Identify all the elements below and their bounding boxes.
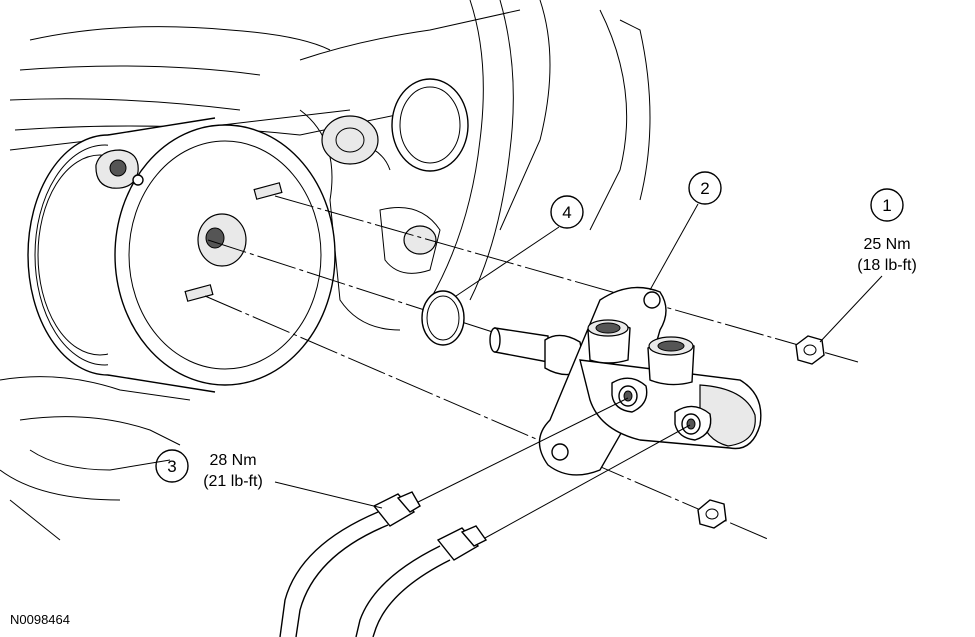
callout-2-leader xyxy=(649,203,699,291)
mounting-nut-upper xyxy=(795,335,825,365)
master-cylinder xyxy=(489,286,762,476)
brake-booster xyxy=(27,117,336,393)
callout-1: 1 25 Nm (18 lb-ft) xyxy=(819,188,917,343)
callout-4-leader xyxy=(455,226,560,297)
callout-3-circle xyxy=(155,449,189,483)
brake-tube-primary xyxy=(279,397,629,637)
mounting-nut-lower xyxy=(697,499,727,529)
callout-4: 4 xyxy=(455,195,584,297)
callout-3-leader xyxy=(274,481,383,509)
callout-2: 2 xyxy=(649,171,722,291)
callout-2-circle xyxy=(688,171,722,205)
seal-o-ring xyxy=(421,290,465,346)
callout-1-number: 1 xyxy=(882,196,891,215)
callout-2-number: 2 xyxy=(700,179,709,198)
callout-1-torque-nm: 25 Nm xyxy=(863,236,910,253)
callout-3-torque-lbft: (21 lb-ft) xyxy=(203,473,263,490)
callout-3-number: 3 xyxy=(167,457,176,476)
callout-1-circle xyxy=(870,188,904,222)
callout-1-leader xyxy=(819,275,883,343)
callout-4-number: 4 xyxy=(562,203,571,222)
engine-bay-background xyxy=(0,0,651,541)
callout-1-torque-lbft: (18 lb-ft) xyxy=(857,257,917,274)
figure-id: N0098464 xyxy=(10,612,70,627)
callout-3: 3 28 Nm (21 lb-ft) xyxy=(155,449,383,509)
callout-3-torque-nm: 28 Nm xyxy=(209,452,256,469)
callout-4-circle xyxy=(550,195,584,229)
brake-tube-secondary xyxy=(355,424,691,637)
